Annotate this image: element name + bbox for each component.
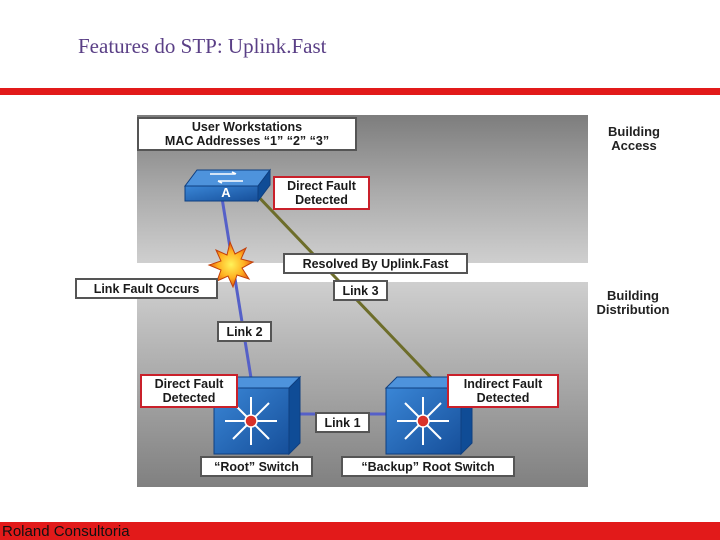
direct-fault-left-line1: Direct Fault xyxy=(154,377,224,391)
zone-label-distribution-line1: Building xyxy=(607,288,659,303)
root-switch-label: “Root” Switch xyxy=(214,460,299,474)
indirect-fault-line1: Indirect Fault xyxy=(463,377,543,391)
resolved-box: Resolved By Uplink.Fast xyxy=(283,253,468,274)
direct-fault-top-line2: Detected xyxy=(295,193,348,207)
link-1-box: Link 1 xyxy=(315,412,370,433)
top-rule xyxy=(0,88,720,95)
backup-switch-label: “Backup” Root Switch xyxy=(361,460,495,474)
zone-label-access-line1: Building xyxy=(608,124,660,139)
backup-switch-box: “Backup” Root Switch xyxy=(341,456,515,477)
link-3-box: Link 3 xyxy=(333,280,388,301)
link-2-line xyxy=(220,197,254,385)
zone-label-distribution: Building Distribution xyxy=(590,289,676,317)
direct-fault-left-box: Direct Fault Detected xyxy=(140,374,238,408)
footer-bar: Roland Consultoria xyxy=(0,522,720,540)
link-3-label: Link 3 xyxy=(342,284,379,298)
workstations-line1: User Workstations xyxy=(191,120,303,134)
link-fault-label: Link Fault Occurs xyxy=(93,282,200,296)
switch-a-label: A xyxy=(221,185,231,200)
indirect-fault-line2: Detected xyxy=(476,391,530,405)
direct-fault-left-line2: Detected xyxy=(162,391,216,405)
footer-text: Roland Consultoria xyxy=(2,523,130,540)
indirect-fault-box: Indirect Fault Detected xyxy=(447,374,559,408)
zone-label-access-line2: Access xyxy=(611,138,657,153)
direct-fault-top-line1: Direct Fault xyxy=(287,179,356,193)
link-1-label: Link 1 xyxy=(324,416,361,430)
root-switch-box: “Root” Switch xyxy=(200,456,313,477)
slide-title: Features do STP: Uplink.Fast xyxy=(78,34,327,58)
workstations-line2: MAC Addresses “1” “2” “3” xyxy=(164,134,330,148)
workstations-box: User Workstations MAC Addresses “1” “2” … xyxy=(137,117,357,151)
link-2-label: Link 2 xyxy=(226,325,263,339)
fault-star-icon xyxy=(207,240,255,289)
zone-label-access: Building Access xyxy=(598,125,670,153)
link-2-box: Link 2 xyxy=(217,321,272,342)
link-fault-box: Link Fault Occurs xyxy=(75,278,218,299)
resolved-label: Resolved By Uplink.Fast xyxy=(302,257,449,271)
direct-fault-top-box: Direct Fault Detected xyxy=(273,176,370,210)
zone-label-distribution-line2: Distribution xyxy=(596,302,670,317)
switch-a xyxy=(184,168,271,203)
